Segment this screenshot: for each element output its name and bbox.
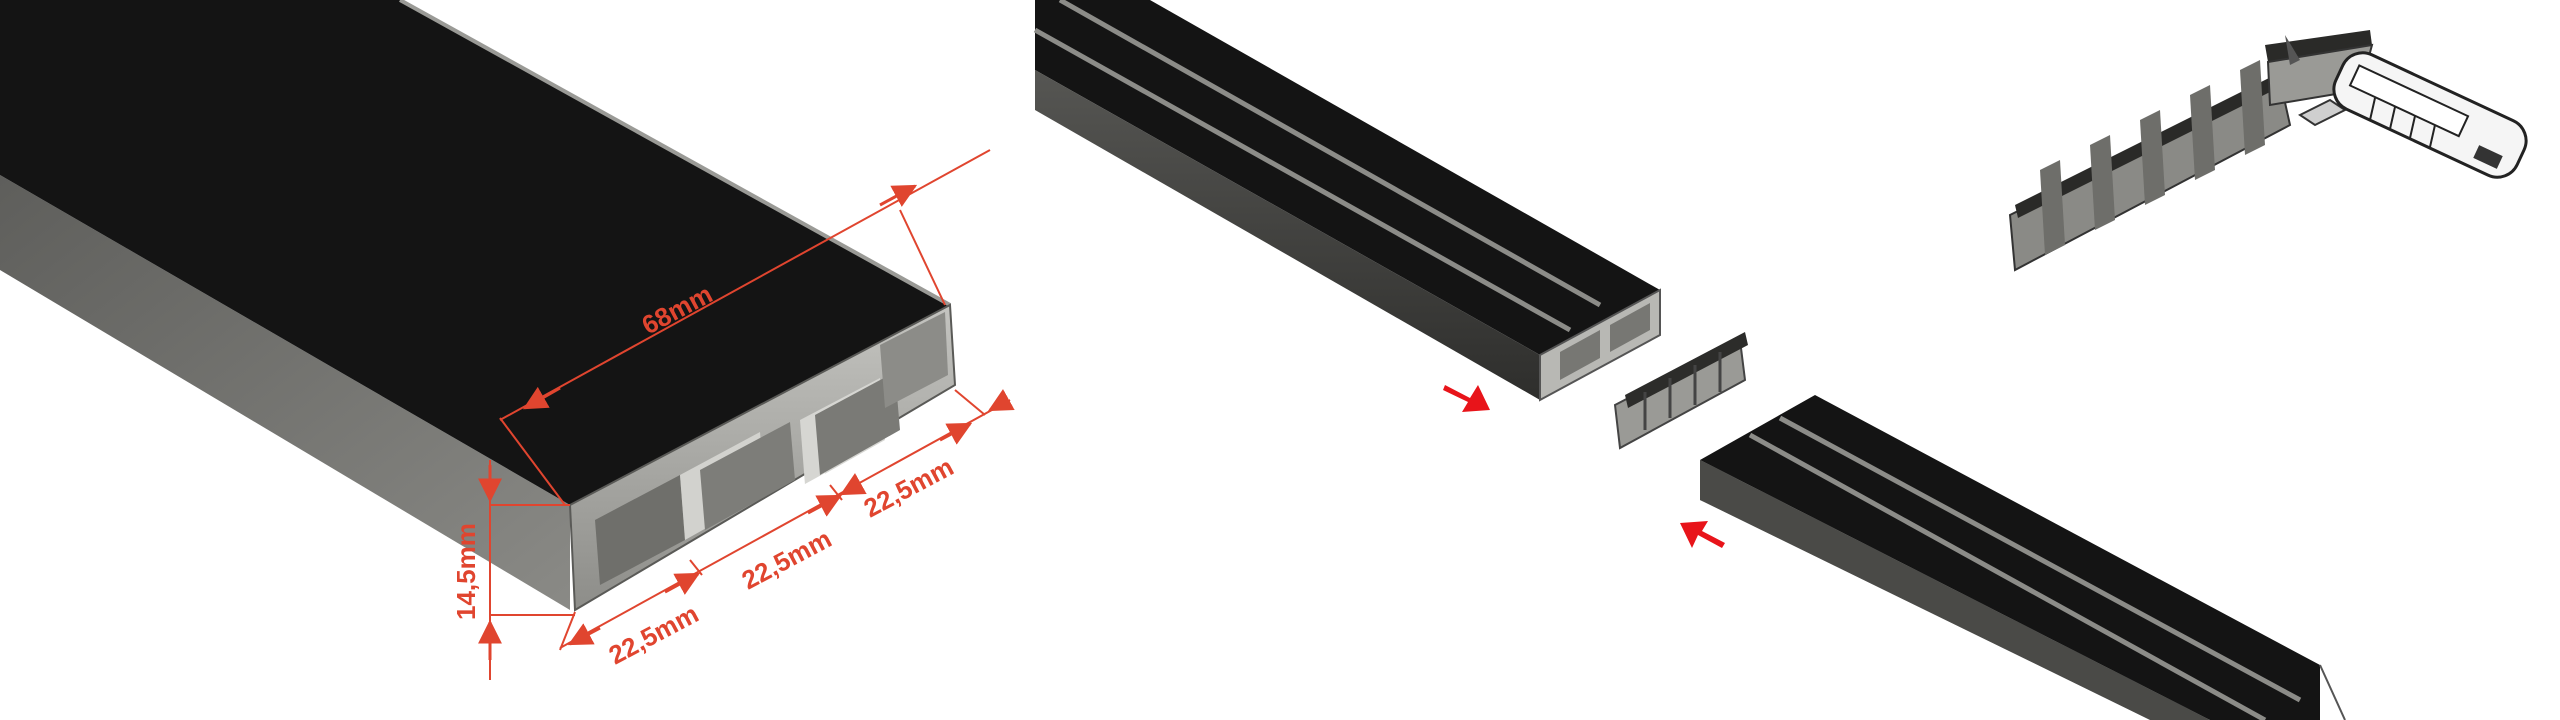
profile-top-edge	[399, 0, 951, 307]
profile-top-face	[0, 0, 950, 505]
utility-knife-icon	[2298, 51, 2528, 179]
rail-segment-left	[1033, 0, 1661, 402]
profile-cross-section	[568, 303, 957, 612]
dimension-height: 14,5mm	[451, 460, 575, 680]
profile-side-face	[0, 175, 570, 610]
rail-connector	[1613, 332, 1748, 450]
rail-joining-panel	[1033, 0, 2346, 720]
height-dimension-label: 14,5mm	[451, 523, 481, 620]
join-arrow-right	[1680, 521, 1725, 548]
join-arrow-left	[1443, 385, 1490, 412]
profile-dimension-panel: 68mm 14,5mm 22,5mm 22,5mm 22,5mm	[0, 0, 1015, 680]
rail-segment-right	[1700, 395, 2346, 720]
channel-dimension-label-3: 22,5mm	[859, 451, 959, 523]
channel-dimension-label-2: 22,5mm	[737, 523, 837, 595]
channel-dimension-label-1: 22,5mm	[604, 598, 704, 670]
cutting-panel	[2008, 30, 2528, 272]
connector-strip	[2008, 60, 2292, 272]
